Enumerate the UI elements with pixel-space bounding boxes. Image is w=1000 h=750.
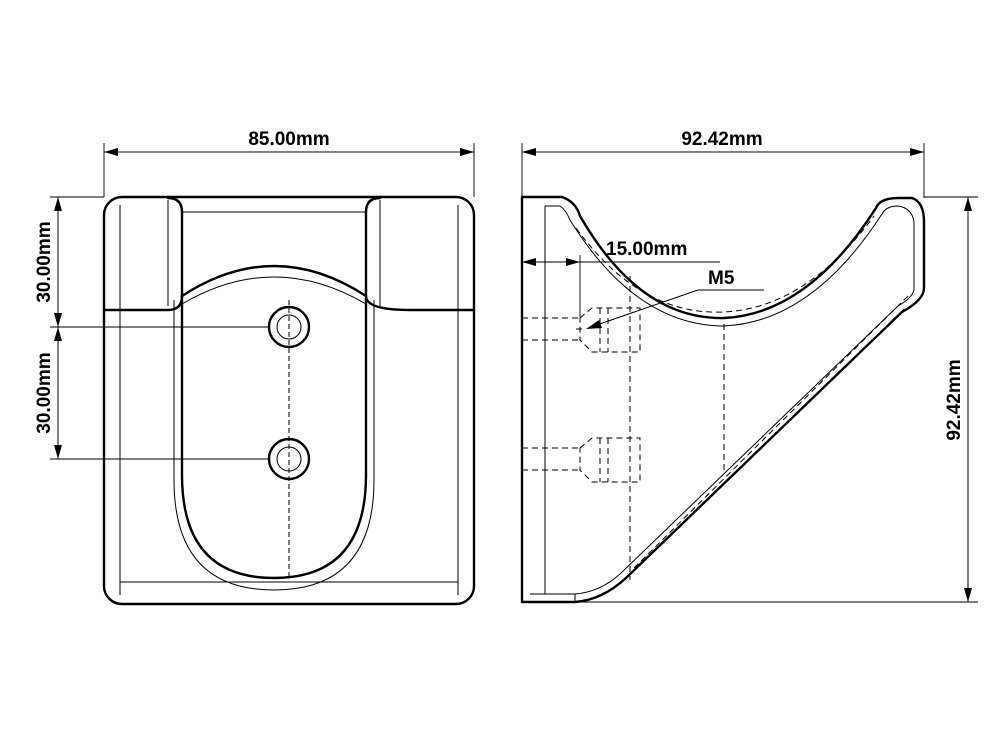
side-outer-profile: [520, 195, 926, 604]
side-height-dimension: [575, 196, 978, 603]
side-inner-profile: [530, 205, 915, 595]
front-saddle-curve-inner: [181, 276, 367, 305]
side-offset-label: 15.00mm: [606, 239, 687, 260]
side-width-dimension: [521, 143, 925, 198]
front-upper-spacing-label: 30.00mm: [34, 221, 55, 302]
front-width-dimension: [103, 143, 475, 197]
front-spacing-dimension: [50, 196, 270, 460]
thread-callout-label: M5: [708, 268, 735, 289]
side-inner-profile-dashed: [575, 215, 875, 313]
front-left-block: [102, 196, 184, 312]
thread-callout-leader: [586, 289, 764, 329]
front-lower-spacing-label: 30.00mm: [34, 352, 55, 433]
front-saddle-curve: [180, 264, 368, 298]
side-threaded-hole-lower: [522, 437, 641, 483]
side-width-label: 92.42mm: [681, 129, 762, 150]
side-offset-dimension: [522, 255, 720, 320]
front-u-bottom-inner: [173, 479, 375, 591]
front-width-label: 85.00mm: [248, 129, 329, 150]
side-view: [520, 195, 926, 604]
side-threaded-hole-upper: [522, 307, 641, 353]
front-view: [102, 195, 476, 606]
front-u-bottom: [180, 473, 368, 580]
side-height-label: 92.42mm: [944, 359, 965, 440]
side-diagonal-dashed: [633, 295, 909, 569]
front-outer-plate: [102, 195, 476, 606]
